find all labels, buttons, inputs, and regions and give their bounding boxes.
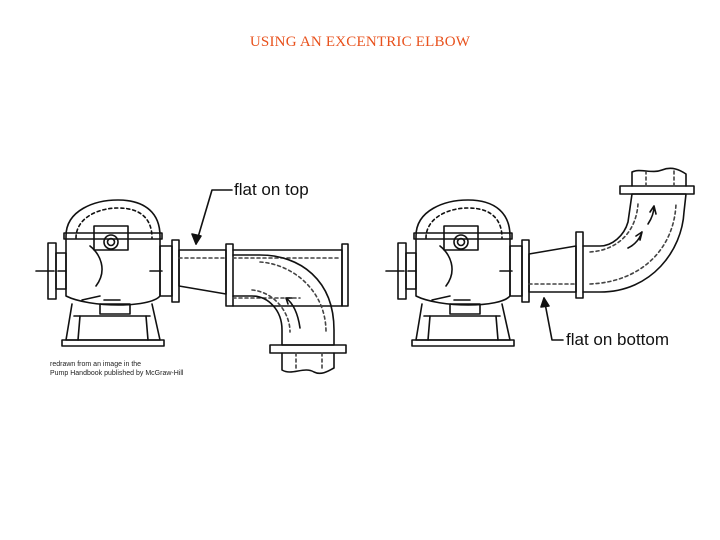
image-credit: redrawn from an image in the Pump Handbo… xyxy=(50,360,183,378)
right-volute-casing xyxy=(415,199,511,306)
right-flow-arrow-upper xyxy=(647,205,657,225)
left-flow-arrow xyxy=(285,297,301,329)
flat-on-bottom-leader xyxy=(540,297,564,341)
left-elbow-bottom-flange xyxy=(269,344,347,354)
left-reducer-outlet-flange xyxy=(225,243,234,307)
left-impeller-hub xyxy=(103,234,119,250)
right-flow-arrow-lower xyxy=(627,231,643,249)
right-reducer-body xyxy=(528,245,577,293)
credit-line-2: Pump Handbook published by McGraw-Hill xyxy=(50,370,184,377)
right-impeller-hub xyxy=(453,234,469,250)
credit-line-1: redrawn from an image in the xyxy=(50,361,142,368)
left-volute-casing xyxy=(65,199,161,306)
flat-on-top-label: flat on top xyxy=(234,180,309,199)
right-reducer-outlet-flange xyxy=(575,231,584,299)
slide-title: USING AN EXCENTRIC ELBOW xyxy=(249,34,471,50)
right-eccentric-reducer xyxy=(528,231,584,299)
left-eccentric-reducer xyxy=(178,243,234,307)
left-pump-assembly xyxy=(35,199,180,347)
left-elbow xyxy=(232,243,349,375)
flat-on-bottom-label: flat on bottom xyxy=(566,330,670,349)
right-pump-assembly xyxy=(385,199,530,347)
right-elbow xyxy=(582,167,695,293)
flat-on-top-leader xyxy=(191,189,233,245)
right-elbow-top-flange xyxy=(619,185,695,195)
left-reducer-body xyxy=(178,249,227,295)
right-discharge-flange xyxy=(521,239,530,303)
right-elbow-body xyxy=(582,193,687,293)
left-discharge-flange xyxy=(171,239,180,303)
left-elbow-body xyxy=(232,254,335,346)
